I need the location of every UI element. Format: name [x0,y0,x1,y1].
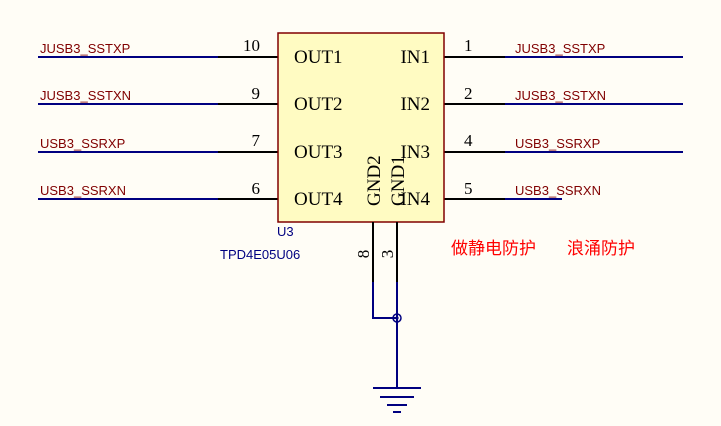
bottom-pin-numbers: 8 3 [354,250,397,259]
right-pins [444,56,505,200]
pin-name: OUT1 [294,47,343,68]
pin-number: 8 [354,250,373,259]
gnd2-wire[interactable] [372,282,397,319]
net-label[interactable]: USB3_SSRXP [40,136,125,151]
pin-number: 1 [464,36,473,55]
component-designator[interactable]: U3 [277,224,294,239]
right-pin-names: IN1 IN2 IN3 IN4 [400,47,430,210]
pin-name: IN4 [400,189,430,210]
pin-number: 9 [252,84,261,103]
net-label[interactable]: JUSB3_SSTXN [515,88,606,103]
net-label[interactable]: USB3_SSRXN [40,183,126,198]
bottom-pins [372,222,398,282]
pin-name: OUT3 [294,142,343,163]
ground-wires [372,282,398,388]
pin-name: GND1 [388,155,409,206]
pin-name: IN1 [400,47,430,68]
left-net-wires [38,56,218,200]
junction-dot [392,313,402,323]
component-part-number[interactable]: TPD4E05U06 [220,247,300,262]
pin-number: 4 [464,131,473,150]
net-label[interactable]: JUSB3_SSTXP [515,41,605,56]
pin-name: IN2 [400,94,430,115]
pin-name: IN3 [400,142,430,163]
ic-body[interactable] [277,32,445,223]
net-label[interactable]: USB3_SSRXP [515,136,600,151]
esd-protection-note: 做静电防护 [451,239,536,259]
pin-number: 5 [464,179,473,198]
pin-name: GND2 [364,155,385,206]
bottom-pin-names: GND2 GND1 [364,155,409,206]
pin-name: OUT2 [294,94,343,115]
right-net-labels: JUSB3_SSTXP JUSB3_SSTXN USB3_SSRXP USB3_… [515,41,606,198]
pin-number: 7 [252,131,261,150]
left-net-labels: JUSB3_SSTXP JUSB3_SSTXN USB3_SSRXP USB3_… [40,41,131,198]
net-label[interactable]: JUSB3_SSTXN [40,88,131,103]
pin-name: OUT4 [294,189,343,210]
pin-number: 6 [252,179,261,198]
right-pin-numbers: 1 2 4 5 [464,36,473,198]
left-pin-numbers: 10 9 7 6 [243,36,261,198]
right-net-wires [505,56,683,200]
ground-icon[interactable] [373,387,421,413]
left-pins [218,56,278,200]
pin-number: 10 [243,36,260,55]
net-label[interactable]: USB3_SSRXN [515,183,601,198]
pin-number: 2 [464,84,473,103]
left-pin-names: OUT1 OUT2 OUT3 OUT4 [294,47,343,210]
surge-protection-note: 浪涌防护 [567,239,635,259]
net-label[interactable]: JUSB3_SSTXP [40,41,130,56]
pin-number: 3 [378,250,397,259]
